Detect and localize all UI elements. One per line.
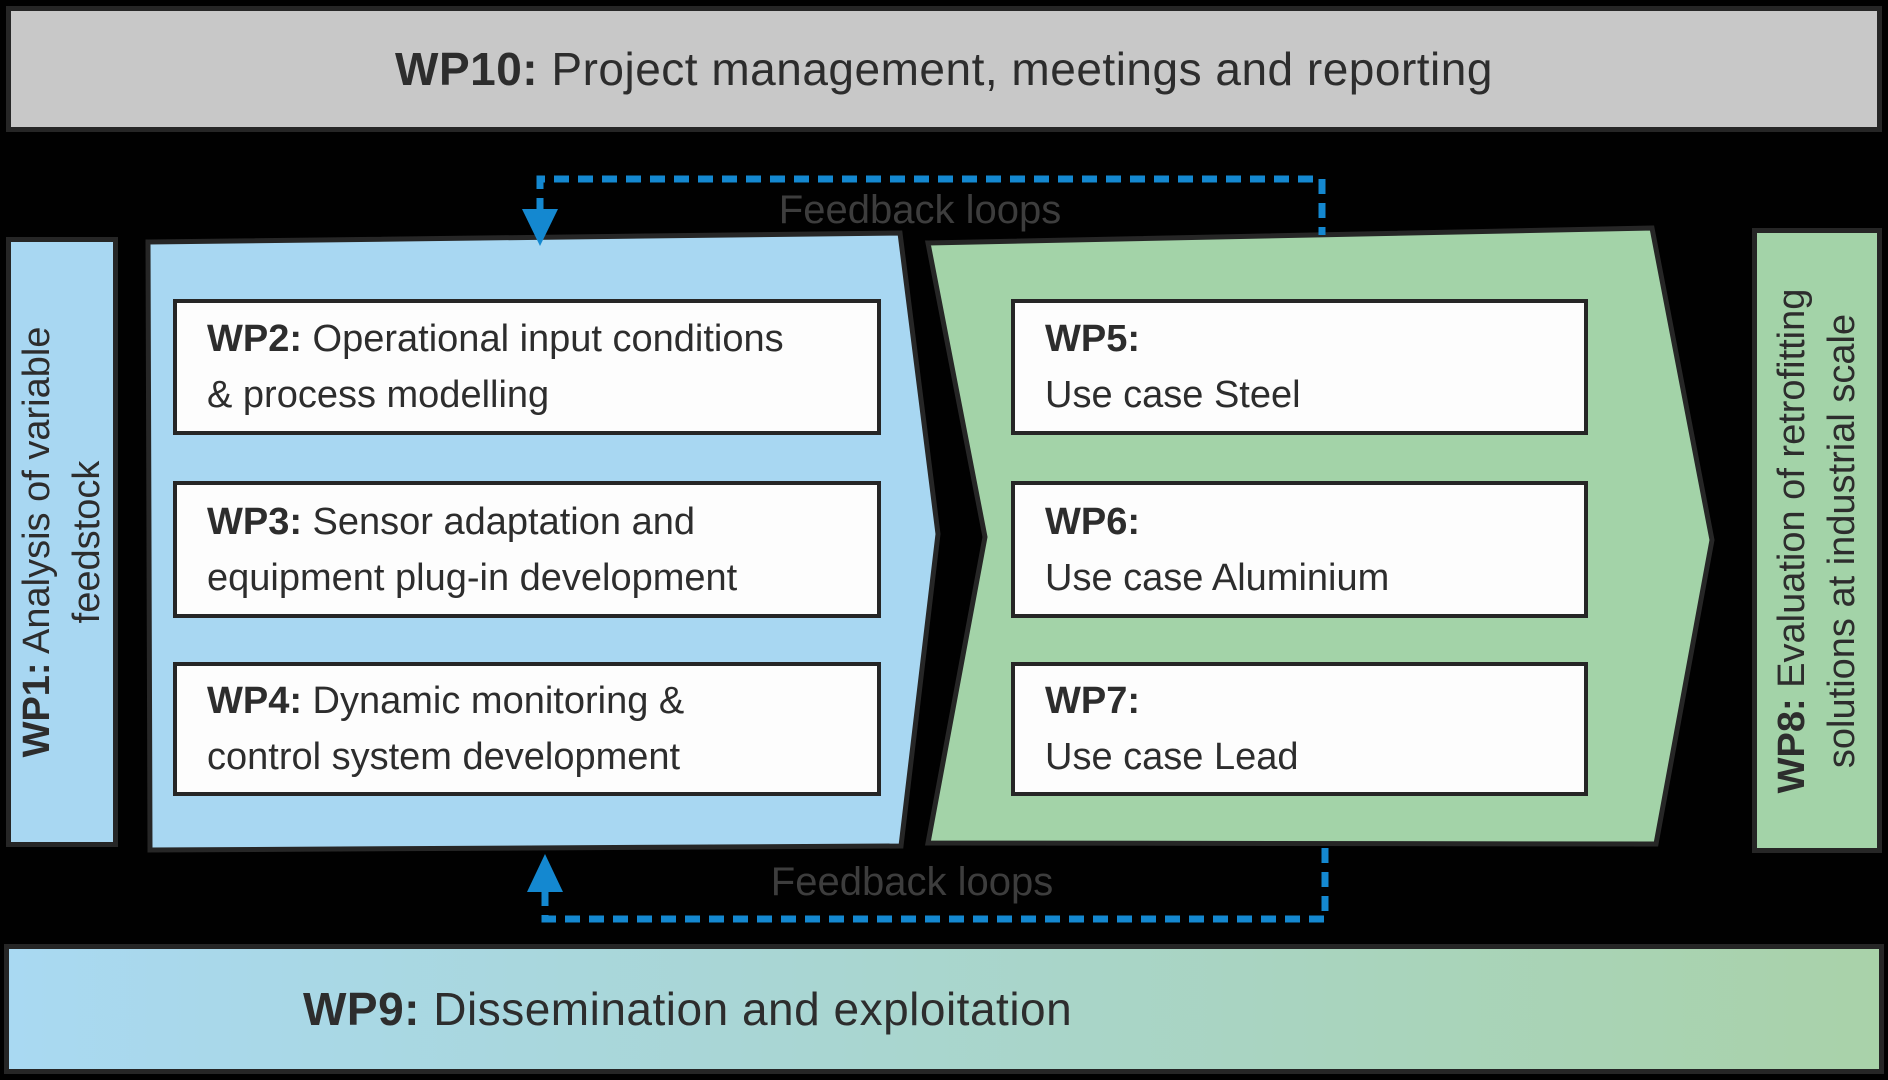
wp2-code: WP2: — [207, 318, 302, 360]
feedback-bottom-arrowhead-icon — [527, 854, 563, 892]
wp8-bar: WP8: Evaluation of retrofitting solution… — [1752, 228, 1882, 853]
wp4-box: WP4: Dynamic monitoring & control system… — [173, 662, 881, 796]
wp4-code: WP4: — [207, 680, 302, 722]
wp3-line1: WP3: Sensor adaptation and — [207, 500, 695, 543]
wp9-text: Dissemination and exploitation — [420, 983, 1073, 1035]
feedback-loops-label-bottom: Feedback loops — [770, 860, 1054, 904]
wp5-box: WP5: Use case Steel — [1011, 299, 1588, 435]
wp9-bar: WP9: Dissemination and exploitation — [4, 944, 1884, 1074]
wp3-code: WP3: — [207, 500, 302, 543]
wp10-code: WP10: — [395, 43, 539, 95]
wp3-line2: equipment plug-in development — [207, 556, 738, 599]
wp5-line1: WP5: — [1045, 311, 1568, 367]
wp6-box: WP6: Use case Aluminium — [1011, 481, 1588, 618]
wp9-code: WP9: — [303, 983, 420, 1035]
wp7-line1: WP7: — [1045, 673, 1568, 729]
wp7-line2: Use case Lead — [1045, 736, 1299, 778]
wp8-line2: solutions at industrial scale — [1821, 313, 1863, 768]
wp10-label: WP10: Project management, meetings and r… — [395, 42, 1493, 96]
wp4-line2: control system development — [207, 736, 681, 778]
wp4-line1: WP4: Dynamic monitoring & — [207, 680, 685, 722]
wp5-line2: Use case Steel — [1045, 374, 1301, 416]
wp8-line1: WP8: Evaluation of retrofitting — [1771, 288, 1813, 793]
wp8-code: WP8: — [1771, 697, 1813, 793]
wp6-code: WP6: — [1045, 500, 1140, 543]
wp7-box: WP7: Use case Lead — [1011, 662, 1588, 796]
feedback-top-dashed-line — [536, 175, 1326, 235]
wp1-line2: feedstock — [66, 460, 108, 624]
feedback-top-arrowhead-icon — [522, 209, 558, 246]
wp2-line1: WP2: Operational input conditions — [207, 318, 784, 360]
wp5-code: WP5: — [1045, 318, 1140, 360]
feedback-loops-label-top: Feedback loops — [778, 188, 1062, 232]
wp10-bar: WP10: Project management, meetings and r… — [6, 6, 1882, 132]
wp3-box: WP3: Sensor adaptation and equipment plu… — [173, 481, 881, 618]
wp1-bar: WP1: Analysis of variable feedstock — [6, 237, 118, 847]
wp1-line1: WP1: Analysis of variable — [16, 326, 58, 758]
wp7-code: WP7: — [1045, 680, 1140, 722]
wp1-code: WP1: — [16, 662, 58, 758]
wp2-box: WP2: Operational input conditions & proc… — [173, 299, 881, 435]
feedback-bottom-dashed-line — [541, 846, 1329, 923]
wp9-label: WP9: Dissemination and exploitation — [303, 982, 1072, 1036]
wp1-label: WP1: Analysis of variable feedstock — [12, 242, 112, 842]
wp6-line1: WP6: — [1045, 494, 1568, 550]
wp6-line2: Use case Aluminium — [1045, 556, 1390, 599]
wp8-label: WP8: Evaluation of retrofitting solution… — [1767, 233, 1867, 848]
wp10-text: Project management, meetings and reporti… — [538, 43, 1493, 95]
wp2-line2: & process modelling — [207, 374, 550, 416]
